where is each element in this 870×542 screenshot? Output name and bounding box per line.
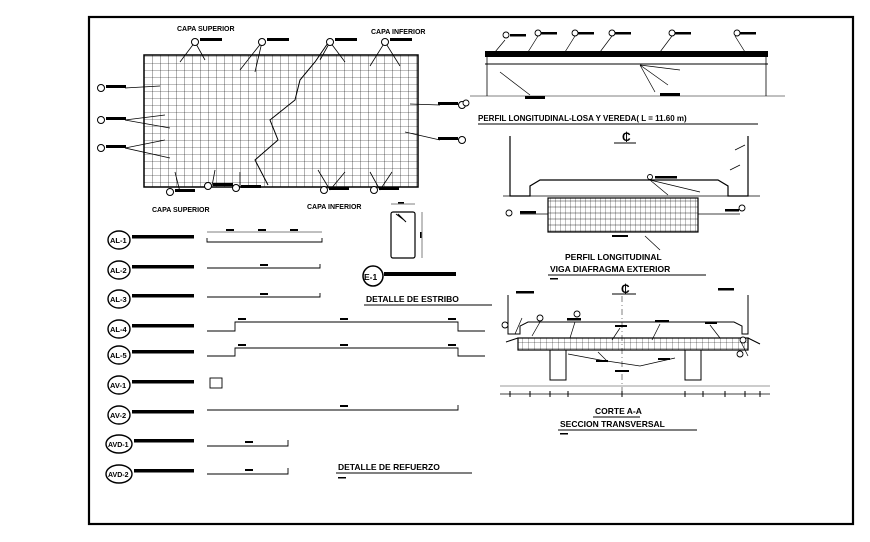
slab-plan: CAPA SUPERIOR CAPA INFERIOR CAPA SUPERIO…: [97, 26, 466, 214]
reinforcement-detail: AL-1 AL-2 AL-3 AL-4 AL-5 AV-1 AV-2 AVD-1…: [105, 229, 485, 484]
centerline-symbol-1: ₵: [622, 130, 631, 144]
stirrup-tag-circle: [362, 265, 384, 287]
section-title-1: CORTE A-A: [595, 406, 642, 416]
bar-tag-av-2: AV-2: [110, 411, 126, 420]
bar-tag-av-1: AV-1: [110, 381, 126, 390]
stirrup-title: DETALLE DE ESTRIBO: [366, 294, 459, 304]
slab-mesh: [143, 54, 419, 188]
bar-tag-avd-2: AVD-2: [108, 472, 129, 479]
longitudinal-profile: PERFIL LONGITUDINAL-LOSA Y VEREDA( L = 1…: [462, 29, 785, 125]
label-capa-superior-top: CAPA SUPERIOR: [177, 26, 235, 33]
bar-tag-avd-1: AVD-1: [108, 442, 129, 449]
stirrup-tag: E-1: [364, 272, 378, 282]
longitudinal-profile-title: PERFIL LONGITUDINAL-LOSA Y VEREDA( L = 1…: [478, 114, 687, 123]
reinforcement-title: DETALLE DE REFUERZO: [338, 462, 440, 472]
diaphragm-mesh: [547, 197, 699, 233]
section-deck-mesh: [517, 337, 749, 351]
cross-section-a-a: ₵ CORTE: [500, 282, 770, 435]
diaphragm-title-1: PERFIL LONGITUDINAL: [565, 252, 662, 262]
bar-tag-al-1: AL-1: [110, 236, 127, 245]
bar-tag-al-5: AL-5: [110, 351, 127, 360]
diaphragm-beam: ₵ PERFIL LONGITUDINAL VIGA DIAFRAGMA EXT…: [503, 130, 760, 280]
sheet-border: [87, 15, 855, 526]
diaphragm-title-2: VIGA DIAFRAGMA EXTERIOR: [550, 264, 670, 274]
centerline-symbol-2: ₵: [621, 282, 630, 296]
label-capa-inferior-bottom: CAPA INFERIOR: [307, 204, 361, 211]
bar-tag-al-2: AL-2: [110, 266, 127, 275]
label-capa-superior-bottom: CAPA SUPERIOR: [152, 207, 210, 214]
label-capa-inferior-top: CAPA INFERIOR: [371, 29, 425, 36]
slab-break-line: [254, 39, 331, 186]
bar-tag-al-3: AL-3: [110, 295, 127, 304]
bar-tag-al-4: AL-4: [110, 325, 127, 334]
stirrup-detail: E-1 DETALLE DE ESTRIBO: [362, 202, 492, 306]
section-title-2: SECCION TRANSVERSAL: [560, 419, 665, 429]
